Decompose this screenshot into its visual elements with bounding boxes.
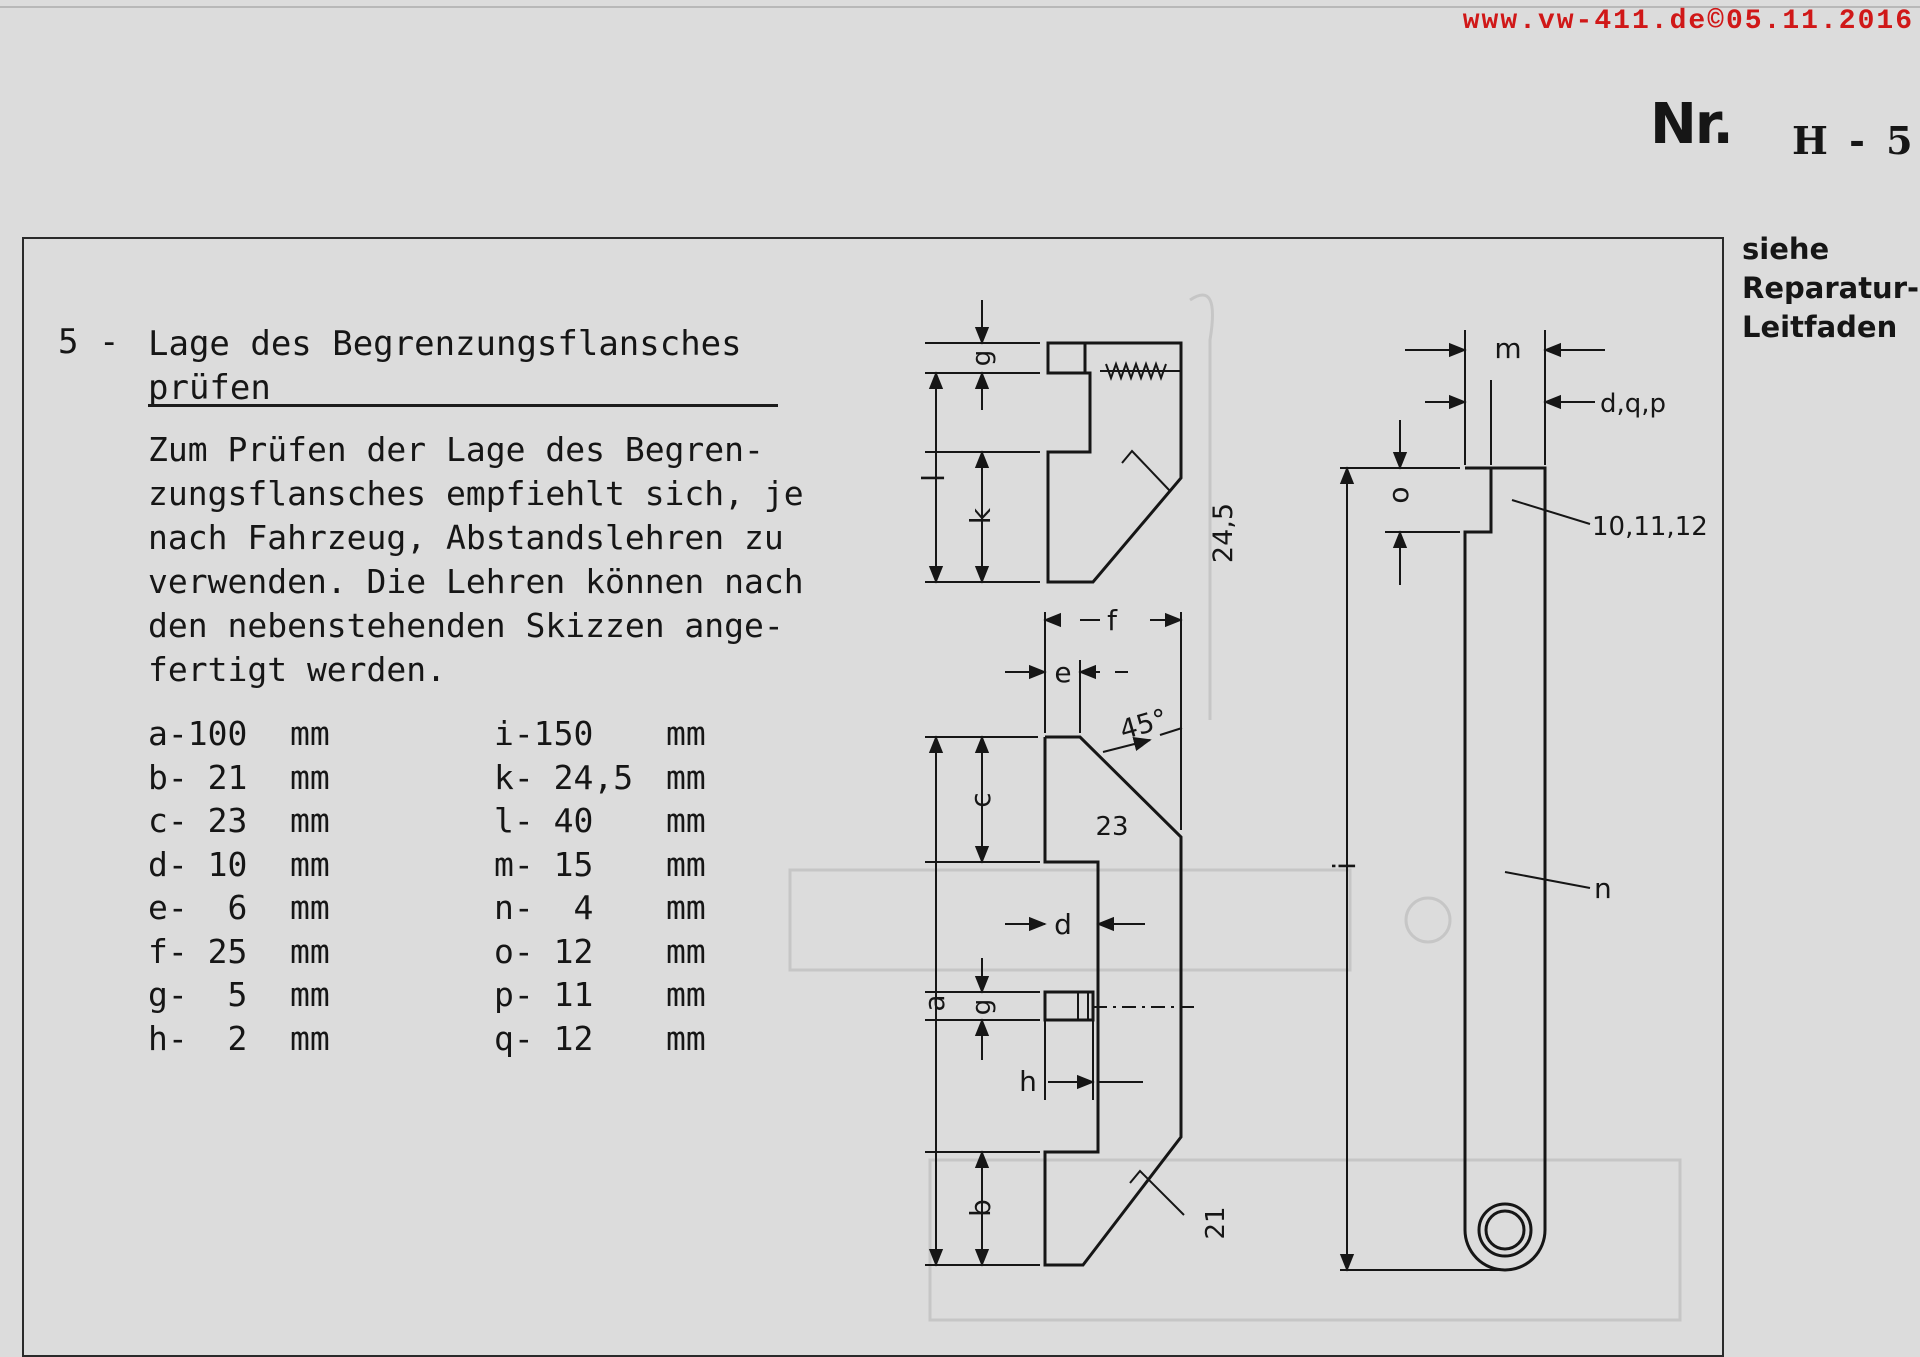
dimension-row: q- 12 mm: [494, 1017, 706, 1061]
dimension-unit: mm: [666, 714, 706, 753]
gauge-drawings: g l k 24,5: [788, 293, 1708, 1322]
paragraph-line: nach Fahrzeug, Abstandslehren zu: [148, 518, 784, 557]
label-i: i: [1328, 862, 1363, 870]
dimension-row: k- 24,5 mm: [494, 756, 706, 800]
top-edge-line: [0, 6, 1920, 8]
dimension-unit: mm: [290, 1018, 330, 1058]
dimension-unit: mm: [290, 757, 330, 797]
dimension-label: e- 6: [148, 888, 248, 927]
dimension-unit: mm: [666, 975, 706, 1014]
dimension-unit: mm: [290, 844, 330, 884]
label-a: a: [918, 994, 951, 1011]
gauge-part-bar: [1463, 466, 1547, 1272]
dimension-unit: mm: [666, 844, 706, 884]
dimension-row: i-150 mm: [494, 712, 706, 756]
section-number: 5 -: [58, 322, 120, 362]
label-c: c: [964, 792, 997, 807]
label-c-value: 23: [1095, 812, 1128, 842]
label-n: n: [1594, 872, 1612, 905]
dimension-row: l- 40 mm: [494, 799, 706, 843]
dimension-unit: mm: [290, 888, 330, 927]
dimension-list-right: i-150 mm k- 24,5 mm l- 40 mm m- 15 mm n- 4 mm…: [494, 712, 706, 1060]
dimension-label: n- 4: [494, 888, 594, 927]
label-ref-10-11-12: 10,11,12: [1592, 512, 1708, 542]
dimension-label: g- 5: [148, 975, 248, 1014]
section-title-line: Lage des Begrenzungsflansches: [148, 324, 742, 364]
dimension-row: c- 23 mm: [148, 799, 330, 843]
paragraph-line: Zum Prüfen der Lage des Begren-: [148, 430, 764, 469]
dimension-label: b- 21: [148, 757, 248, 797]
dimension-label: o- 12: [494, 931, 594, 971]
label-o: o: [1382, 486, 1415, 503]
dimension-unit: mm: [290, 931, 330, 971]
dimension-unit: mm: [290, 801, 330, 840]
paragraph-line: zungsflansches empfiehlt sich, je: [148, 474, 804, 513]
dimension-unit: mm: [290, 714, 330, 753]
label-k-value: 24,5: [1208, 503, 1239, 563]
dimension-label: f- 25: [148, 931, 248, 971]
dimension-unit: mm: [666, 757, 706, 797]
dimension-label: a-100: [148, 714, 248, 753]
section-title: Lage des Begrenzungsflansches prüfen: [148, 322, 788, 410]
dimension-row: p- 11 mm: [494, 973, 706, 1017]
dimension-label: l- 40: [494, 801, 594, 840]
dimension-row: n- 4 mm: [494, 886, 706, 930]
dimension-lines-main: [925, 612, 1195, 1267]
document-number: H - 5: [1792, 118, 1917, 163]
dimension-label: k- 24,5: [494, 757, 634, 797]
section-title-line: prüfen: [148, 368, 271, 408]
dimension-lines-top: [925, 300, 1040, 584]
dimension-unit: mm: [666, 1018, 706, 1058]
dimension-unit: mm: [666, 888, 706, 927]
dimension-row: m- 15 mm: [494, 843, 706, 887]
label-b-value: 21: [1201, 1206, 1231, 1239]
side-note-line: Leitfaden: [1742, 310, 1898, 344]
label-d: d: [1054, 908, 1072, 941]
label-h: h: [1019, 1065, 1037, 1098]
label-k: k: [964, 507, 997, 524]
label-dqp: d,q,p: [1600, 389, 1666, 419]
label-g-main: g: [967, 999, 997, 1016]
side-note-line: siehe: [1742, 232, 1830, 266]
watermark: www.vw-411.de©05.11.2016: [1462, 6, 1914, 37]
dimension-row: d- 10 mm: [148, 843, 330, 887]
dimension-unit: mm: [666, 931, 706, 971]
dimension-row: o- 12 mm: [494, 930, 706, 974]
dimension-label: h- 2: [148, 1018, 248, 1058]
dimension-list-left: a-100 mm b- 21 mm c- 23 mm d- 10 mm e- 6 mm f…: [148, 712, 330, 1060]
gauge-part-top: [1046, 341, 1183, 584]
nr-label: Nr.: [1650, 92, 1734, 157]
label-f: f: [1107, 604, 1118, 637]
paragraph-line: verwenden. Die Lehren können nach: [148, 562, 804, 601]
dimension-label: m- 15: [494, 844, 594, 884]
label-angle: 45°: [1116, 703, 1171, 746]
side-note-line: Reparatur-: [1742, 271, 1920, 305]
dimension-unit: mm: [666, 801, 706, 840]
label-e: e: [1054, 656, 1071, 689]
dimension-row: h- 2 mm: [148, 1017, 330, 1061]
dimension-label: d- 10: [148, 844, 248, 884]
dimension-label: c- 23: [148, 801, 248, 840]
dimension-label: i-150: [494, 714, 594, 753]
paragraph-line: den nebenstehenden Skizzen ange-: [148, 606, 784, 645]
label-m: m: [1494, 332, 1521, 365]
dimension-label: q- 12: [494, 1018, 594, 1058]
dimension-label: p- 11: [494, 975, 594, 1014]
dimension-lines-bar: [1339, 330, 1605, 1272]
side-note: siehe Reparatur- Leitfaden: [1742, 230, 1920, 347]
instruction-paragraph: Zum Prüfen der Lage des Begren- zungsfla…: [148, 428, 888, 692]
dimension-row: g- 5 mm: [148, 973, 330, 1017]
dimension-row: a-100 mm: [148, 712, 330, 756]
dimension-unit: mm: [290, 975, 330, 1014]
title-underline: [148, 404, 778, 407]
dimension-row: b- 21 mm: [148, 756, 330, 800]
label-l: l: [917, 474, 952, 482]
label-b: b: [964, 1199, 997, 1217]
dimension-row: e- 6 mm: [148, 886, 330, 930]
paragraph-line: fertigt werden.: [148, 650, 447, 689]
dimension-row: f- 25 mm: [148, 930, 330, 974]
label-g-top: g: [967, 350, 997, 367]
